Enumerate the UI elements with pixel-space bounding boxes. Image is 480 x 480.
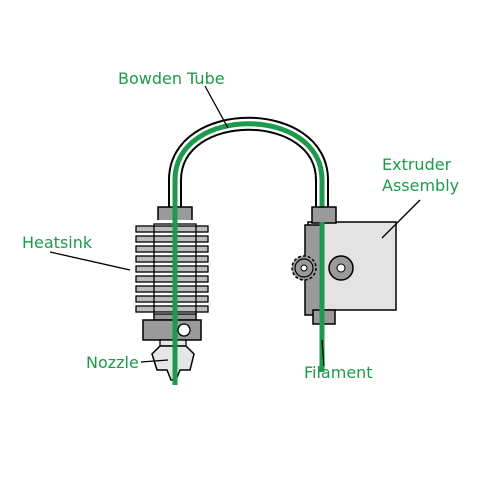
leader-heatsink [49,251,131,271]
label-extruder-line1: Extruder [382,155,452,174]
drive-gear-icon [291,255,317,281]
label-heatsink: Heatsink [22,233,93,252]
heater-block [142,319,202,341]
leader-filament [321,339,325,367]
filament [172,121,325,385]
leader-bowden-tube [204,85,229,129]
label-filament: Filament [304,363,373,382]
label-bowden-tube: Bowden Tube [118,69,225,88]
label-nozzle: Nozzle [86,353,139,372]
heater-hole [177,323,191,337]
leader-nozzle [140,359,169,363]
idler-bearing-icon [328,255,354,281]
leader-extruder [381,199,421,239]
heatsink [135,220,209,321]
extruder-assembly [291,206,397,372]
leader-lines [49,85,421,367]
label-extruder-line2: Assembly [382,176,459,195]
